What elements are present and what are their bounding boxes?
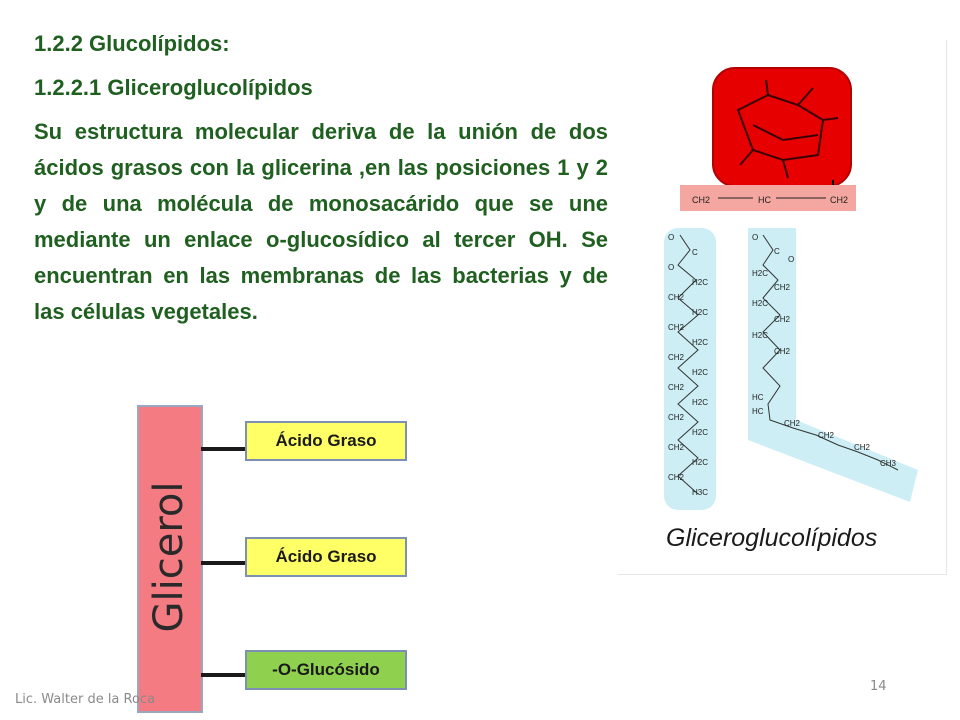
glycerol-backbone	[137, 405, 203, 713]
chain-left-atom: H2C	[692, 398, 708, 407]
chain-left-atom: CH2	[668, 443, 685, 452]
chain-left-atom: CH2	[668, 473, 685, 482]
chain-left-atom: C	[692, 248, 698, 257]
glycerol-group-2: HC	[758, 195, 771, 205]
chain-left-atom: H2C	[692, 458, 708, 467]
figure-caption: Gliceroglucolípidos	[666, 524, 877, 552]
chain-left-atom: O	[668, 263, 674, 272]
connector-line-3	[201, 673, 247, 677]
glycerol-label: Glicerol	[146, 481, 192, 633]
chain-left-atom: CH2	[668, 353, 685, 362]
chain-left-atom: H3C	[692, 488, 708, 497]
chain-right-atom: H2C	[752, 269, 768, 278]
fatty-acid-box-2: Ácido Graso	[245, 537, 407, 577]
chain-left-atom: CH2	[668, 323, 685, 332]
fatty-acid-chain-right	[748, 228, 918, 502]
sugar-ring-block	[712, 67, 852, 187]
chain-right-atom: HC	[752, 407, 764, 416]
chain-right-atom: O	[788, 255, 794, 264]
chain-left-atom: CH2	[668, 383, 685, 392]
fatty-acid-box-1: Ácido Graso	[245, 421, 407, 461]
chain-right-atom: H2C	[752, 331, 768, 340]
chain-left-atom: H2C	[692, 308, 708, 317]
glycerol-group-1: CH2	[692, 195, 710, 205]
chain-right-atom: CH2	[854, 443, 871, 452]
fatty-acid-chain-left	[664, 228, 716, 510]
chain-right-atom: H2C	[752, 299, 768, 308]
chain-left-atom: H2C	[692, 278, 708, 287]
chain-right-atom: CH2	[784, 419, 801, 428]
chain-right-atom: O	[752, 233, 758, 242]
chain-right-atom: CH2	[774, 315, 791, 324]
chain-left-atom: CH2	[668, 413, 685, 422]
chain-left-atom: CH2	[668, 293, 685, 302]
description-paragraph: Su estructura molecular deriva de la uni…	[34, 119, 608, 324]
chain-left-atom: H2C	[692, 338, 708, 347]
chain-right-atom: CH3	[880, 459, 897, 468]
chain-right-atom: C	[774, 247, 780, 256]
chain-left-atom: H2C	[692, 428, 708, 437]
subsection-heading: 1.2.2.1 Gliceroglucolípidos	[34, 75, 313, 100]
section-heading: 1.2.2 Glucolípidos:	[34, 31, 230, 56]
glycerol-backbone-block	[680, 185, 856, 211]
author-footer: Lic. Walter de la Roca	[15, 692, 156, 707]
chain-right-atom: HC	[752, 393, 764, 402]
chain-left-atom: O	[668, 233, 674, 242]
chain-right-atom: CH2	[774, 347, 791, 356]
glycerol-group-3: CH2	[830, 195, 848, 205]
glucoside-box: -O-Glucósido	[245, 650, 407, 690]
connector-line-2	[201, 561, 247, 565]
chain-right-atom: CH2	[774, 283, 791, 292]
glycerol-schematic-diagram: Glicerol Ácido Graso Ácido Graso -O-Gluc…	[135, 403, 420, 713]
connector-line-1	[201, 447, 247, 451]
chain-left-atom: H2C	[692, 368, 708, 377]
page-number: 14	[870, 679, 887, 694]
chain-right-atom: CH2	[818, 431, 835, 440]
